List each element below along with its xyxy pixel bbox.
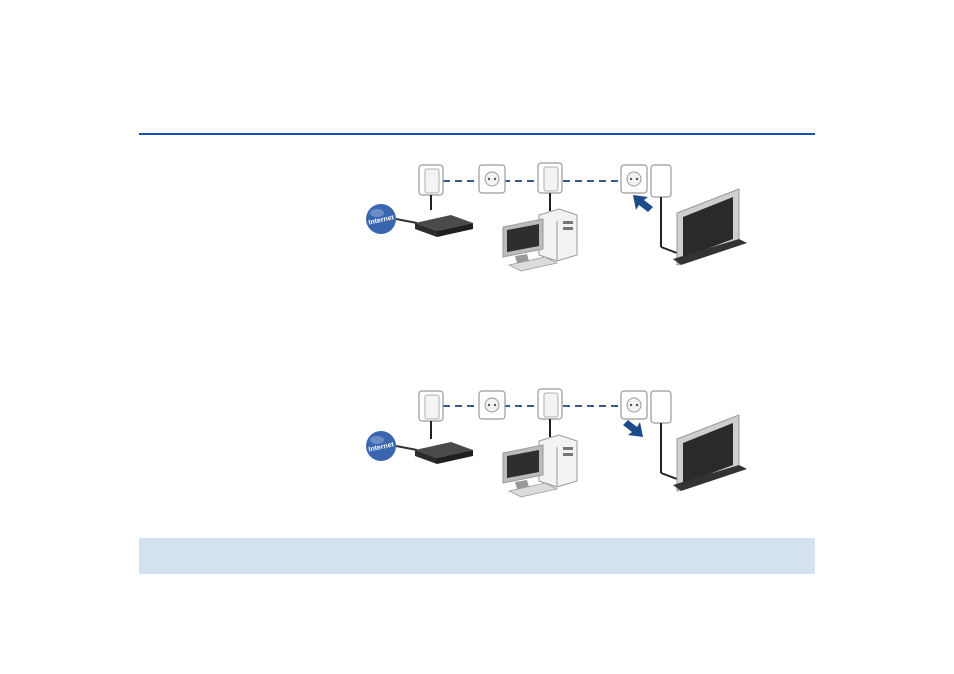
- powerline-adapter-icon: [418, 390, 444, 439]
- wall-socket-icon: [620, 390, 648, 420]
- powerline-diagram-plug-in: Internet: [366, 162, 747, 272]
- router-icon: [415, 442, 473, 464]
- internet-globe-icon: Internet: [366, 204, 396, 234]
- router-icon: [415, 215, 473, 237]
- wall-socket-icon: [478, 164, 506, 194]
- wall-socket-icon: [620, 164, 648, 194]
- powerline-adapter-icon: [650, 164, 678, 254]
- note-box: [139, 538, 815, 574]
- television-icon: [673, 188, 747, 266]
- internet-globe-icon: Internet: [366, 431, 396, 461]
- arrow-up-left-icon: [633, 195, 653, 212]
- powerline-adapter-icon: [537, 388, 563, 437]
- television-icon: [673, 414, 747, 492]
- powerline-diagram-unplug: Internet: [366, 388, 747, 498]
- header-rule: [139, 133, 815, 135]
- arrow-down-right-icon: [623, 420, 643, 437]
- powerline-adapter-icon: [418, 164, 444, 210]
- wall-socket-icon: [478, 390, 506, 420]
- desktop-computer-icon: [502, 434, 578, 498]
- desktop-computer-icon: [502, 208, 578, 272]
- powerline-adapter-icon: [650, 390, 678, 480]
- powerline-adapter-icon: [537, 162, 563, 211]
